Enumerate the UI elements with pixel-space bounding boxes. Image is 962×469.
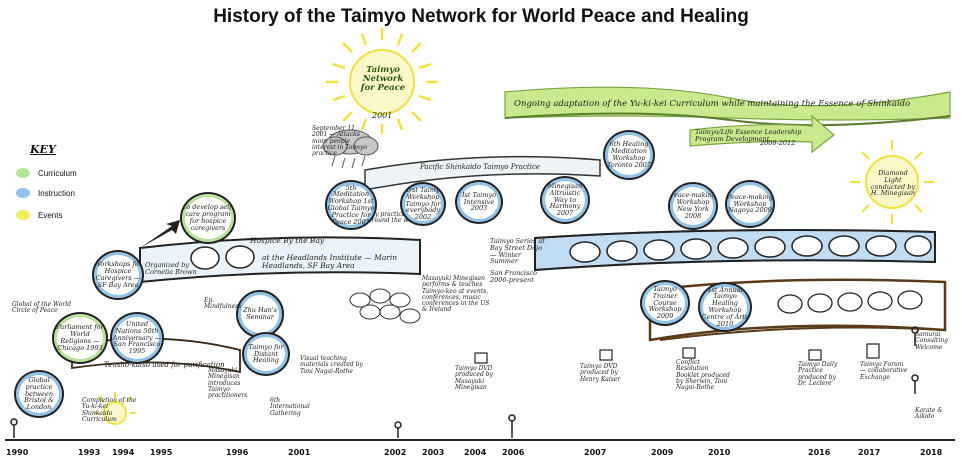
- bubble-sixth: 6th Healing Meditation Workshop Toronto …: [603, 130, 655, 180]
- headlands-label: at the Headlands Institute — Marin Headl…: [262, 253, 398, 270]
- key-dot-events: [16, 210, 30, 220]
- year-label: 2018: [920, 448, 943, 457]
- year-label: 2010: [708, 448, 731, 457]
- year-label: 2003: [422, 448, 445, 457]
- note-visual: Visual teaching materials created by Ton…: [300, 355, 363, 375]
- bubble-develop: To develop self-care program for hospice…: [180, 192, 236, 244]
- year-label: 1994: [112, 448, 135, 457]
- note-september: September 11, 2001 — Attacks more people…: [312, 125, 367, 158]
- note-taimyo-forum: Taimyo Forum — collaborative Exchange: [860, 361, 908, 381]
- diamond-sun-label: Diamond Light conducted by H. Minegisan: [870, 169, 916, 198]
- bubble-fifth-mw: 5th Meditation Workshop 1st Global Taimy…: [325, 180, 377, 230]
- starburst-icon: [94, 392, 136, 425]
- bubble-un: United Nations 50th Anniversary — San Fr…: [110, 312, 164, 364]
- year-label: 2017: [858, 448, 881, 457]
- page-title: History of the Taimyo Network for World …: [213, 6, 749, 27]
- note-ep: Ep. Mindfulness: [204, 297, 242, 311]
- year-label: 1996: [226, 448, 249, 457]
- year-label: 2001: [288, 448, 311, 457]
- note-completion: Completion of the Yu-ki-kei Shinkaido Cu…: [82, 397, 137, 423]
- year-label: 2004: [464, 448, 487, 457]
- key-label-events: Events: [38, 211, 63, 220]
- year-label: 1995: [150, 448, 173, 457]
- hospice-label: Hospice By the Bay: [250, 236, 325, 245]
- year-label: 2002: [384, 448, 407, 457]
- bubble-zhu: Zhu Han's Seminar: [236, 290, 284, 338]
- note-karate: Karate & Aikido: [915, 407, 943, 421]
- sun-label: Taimyo Network for Peace: [360, 65, 406, 93]
- note-international: 6th International Gathering: [270, 397, 310, 417]
- key-label-curriculum: Curriculum: [38, 169, 77, 178]
- note-taimyo-app: Taimyo Daily Practice produced by Dr. Le…: [798, 361, 838, 387]
- key-label-instruction: Instruction: [38, 189, 75, 198]
- year-label: 2009: [651, 448, 674, 457]
- note-conflict: Conflict Resolution Booklet produced by …: [676, 359, 730, 392]
- series-place: San Francisco 2006-present: [490, 269, 537, 284]
- year-label: 1993: [78, 448, 101, 457]
- year-label: 1990: [6, 448, 29, 457]
- organized-label: Organized by Cornelia Brown: [145, 261, 197, 276]
- year-label: 2007: [584, 448, 607, 457]
- masayuki-label: Masayuki Minegisan performs & teaches Ta…: [422, 275, 490, 314]
- bubble-trainer: Taimyo Trainer Course Workshop 2009: [640, 280, 690, 326]
- key-dot-instruction: [16, 188, 30, 198]
- bubble-peace: Peace-making Workshop New York 2008: [668, 182, 718, 230]
- bubble-first-taimyo: First Taimyo Workshop Taimyo for everybo…: [400, 182, 446, 226]
- cloud-icon: [322, 129, 379, 169]
- year-label: 2016: [808, 448, 831, 457]
- note-dvd: Taimyo DVD produced by Masayuki Minegisa…: [455, 365, 493, 391]
- bubble-healing: Peace-making Workshop Nagoya 2009: [725, 180, 775, 228]
- key-heading: KEY: [30, 143, 56, 156]
- note-dvd2: Taimyo DVD produced by Henry Kaiser: [580, 363, 621, 383]
- year-label: 2006: [502, 448, 525, 457]
- tensho-label: Tensho-kaiso used for purification: [104, 361, 225, 369]
- banner-top: Ongoing adaptation of the Yu-ki-kei Curr…: [514, 99, 911, 109]
- note-samurai: Samurai Consulting Welcome: [915, 331, 948, 351]
- banner-mid: Taimyo/Life Essence Leadership Program D…: [695, 128, 802, 143]
- note-taimyo-intro: Masayuki Minegisan introduces Taimyo pra…: [208, 367, 248, 400]
- bubble-ground: Global practice between Bristol & London: [14, 370, 64, 418]
- invitation-label: Invitation by practice Taimyo together a…: [340, 211, 429, 225]
- sun-year: 2001: [372, 111, 393, 120]
- figure-icon: [10, 326, 919, 438]
- bubble-mkt: Minegisan Altruistic Way to Harmony 2007: [540, 176, 590, 224]
- bubble-workshops: Workshops for Hospice Caregivers — SF Ba…: [92, 250, 144, 300]
- sun-icon: [326, 28, 438, 134]
- bubble-ist: Ist Taimyo Intensive 2003: [455, 180, 503, 224]
- banner-mid-years: 2008-2012: [760, 139, 796, 147]
- bubble-parliament: Parliament for World Religions — Chicago…: [52, 312, 108, 364]
- note-cinema: Global of the World Circle of Peace: [12, 301, 72, 315]
- series-label: Taimyo Series at Bay Street Dojo — Winte…: [490, 237, 545, 266]
- diamond-sun-icon: [850, 140, 934, 224]
- key-dot-curriculum: [16, 168, 30, 178]
- bubble-distant: Taimyo for Distant Healing: [242, 332, 290, 376]
- pacific-label: Pacific Shinkaido Taimyo Practice: [420, 163, 541, 171]
- bubble-annual: 1st Annual Taimyo Healing Workshop Centr…: [698, 282, 752, 332]
